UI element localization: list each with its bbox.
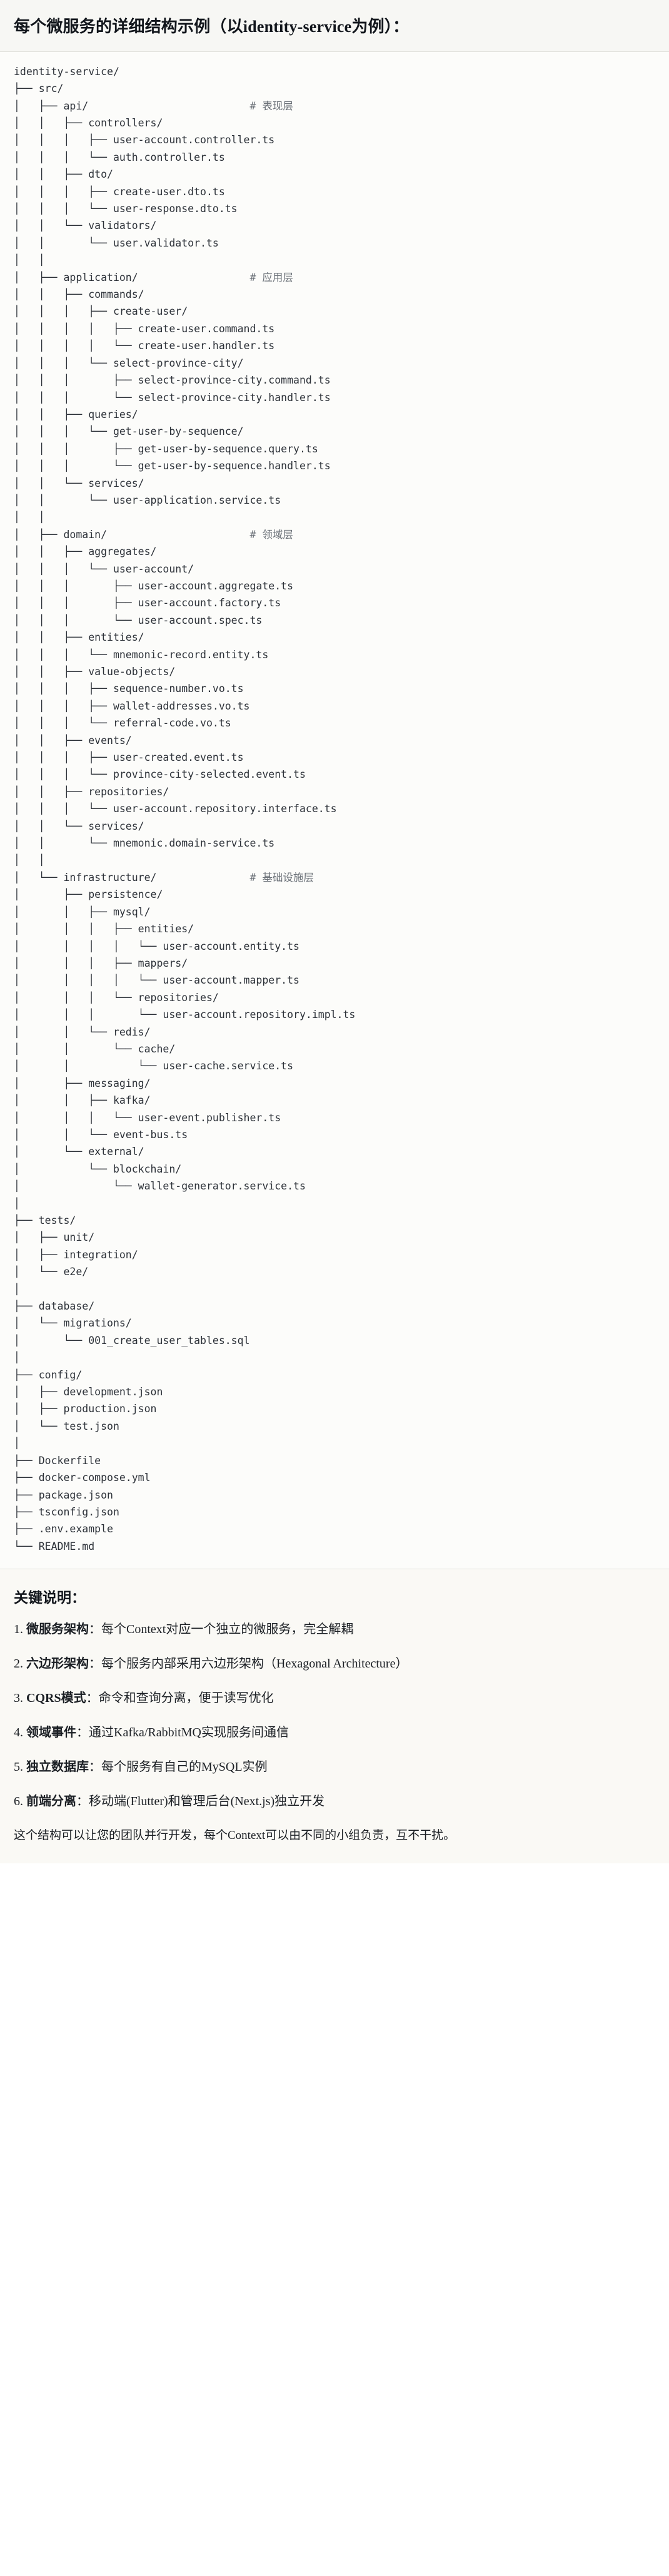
- note-term: 六边形架构: [26, 1657, 89, 1671]
- list-item: 领域事件：通过Kafka/RabbitMQ实现服务间通信: [14, 1724, 655, 1742]
- title-section: 每个微服务的详细结构示例（以identity-service为例）：: [0, 0, 669, 52]
- tree-comment: # 表现层: [249, 99, 293, 112]
- tree-comment: # 基础设施层: [249, 871, 314, 883]
- key-notes-list: 微服务架构：每个Context对应一个独立的微服务，完全解耦 六边形架构：每个服…: [14, 1621, 655, 1811]
- key-notes-footer: 这个结构可以让您的团队并行开发，每个Context可以由不同的小组负责，互不干扰…: [14, 1829, 456, 1843]
- note-term: 微服务架构: [26, 1622, 89, 1637]
- key-notes-section: 关键说明： 微服务架构：每个Context对应一个独立的微服务，完全解耦 六边形…: [0, 1569, 669, 1863]
- page-root: 每个微服务的详细结构示例（以identity-service为例）： ident…: [0, 0, 669, 1863]
- list-item: 前端分离：移动端(Flutter)和管理后台(Next.js)独立开发: [14, 1793, 655, 1811]
- note-term: CQRS模式: [26, 1691, 86, 1706]
- key-notes-heading: 关键说明：: [14, 1590, 86, 1606]
- tree-comment: # 应用层: [249, 271, 293, 283]
- list-item: 独立数据库：每个服务有自己的MySQL实例: [14, 1758, 655, 1776]
- note-desc: ：命令和查询分离，便于读写优化: [86, 1691, 274, 1706]
- directory-tree: identity-service/ ├── src/ │ ├── api/ # …: [14, 65, 356, 1552]
- note-desc: ：移动端(Flutter)和管理后台(Next.js)独立开发: [76, 1795, 325, 1809]
- note-term: 领域事件: [26, 1726, 76, 1740]
- code-block-section: identity-service/ ├── src/ │ ├── api/ # …: [0, 51, 669, 1569]
- note-desc: ：每个服务有自己的MySQL实例: [89, 1760, 268, 1774]
- note-term: 前端分离: [26, 1795, 76, 1809]
- list-item: 六边形架构：每个服务内部采用六边形架构（Hexagonal Architectu…: [14, 1655, 655, 1673]
- note-term: 独立数据库: [26, 1760, 89, 1774]
- list-item: 微服务架构：每个Context对应一个独立的微服务，完全解耦: [14, 1621, 655, 1639]
- page-title: 每个微服务的详细结构示例（以identity-service为例）：: [14, 18, 410, 36]
- note-desc: ：通过Kafka/RabbitMQ实现服务间通信: [76, 1726, 289, 1740]
- tree-comment: # 领域层: [249, 528, 293, 541]
- list-item: CQRS模式：命令和查询分离，便于读写优化: [14, 1689, 655, 1708]
- note-desc: ：每个Context对应一个独立的微服务，完全解耦: [89, 1622, 354, 1637]
- note-desc: ：每个服务内部采用六边形架构（Hexagonal Architecture）: [89, 1657, 408, 1671]
